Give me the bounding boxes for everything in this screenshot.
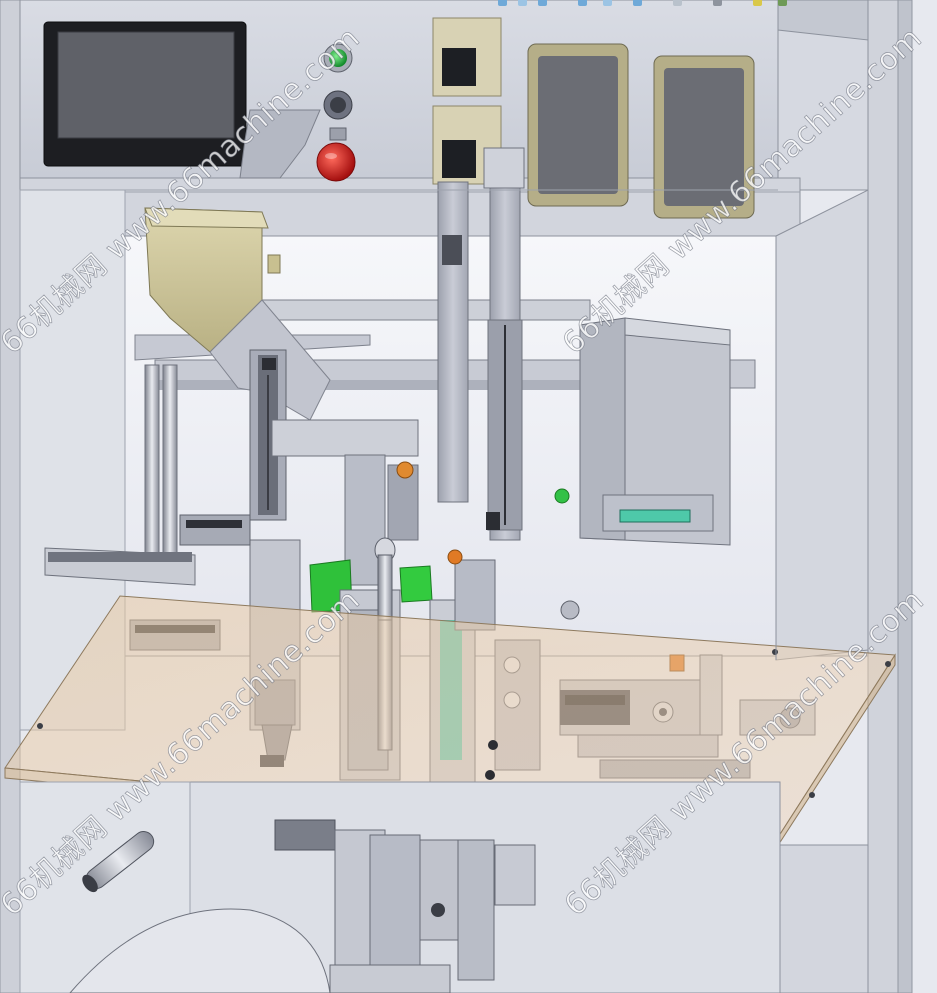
toolbar-icon[interactable] <box>538 0 547 6</box>
toolbar-icon[interactable] <box>753 0 762 6</box>
toolbar-icon[interactable] <box>633 0 642 6</box>
toolbar-icon[interactable] <box>578 0 587 6</box>
toolbar-icon[interactable] <box>498 0 507 6</box>
toolbar-icon[interactable] <box>778 0 787 6</box>
toolbar-icon[interactable] <box>673 0 682 6</box>
toolbar-strip <box>498 0 798 8</box>
toolbar-icon[interactable] <box>603 0 612 6</box>
toolbar-icon[interactable] <box>713 0 722 6</box>
toolbar-icon[interactable] <box>518 0 527 6</box>
